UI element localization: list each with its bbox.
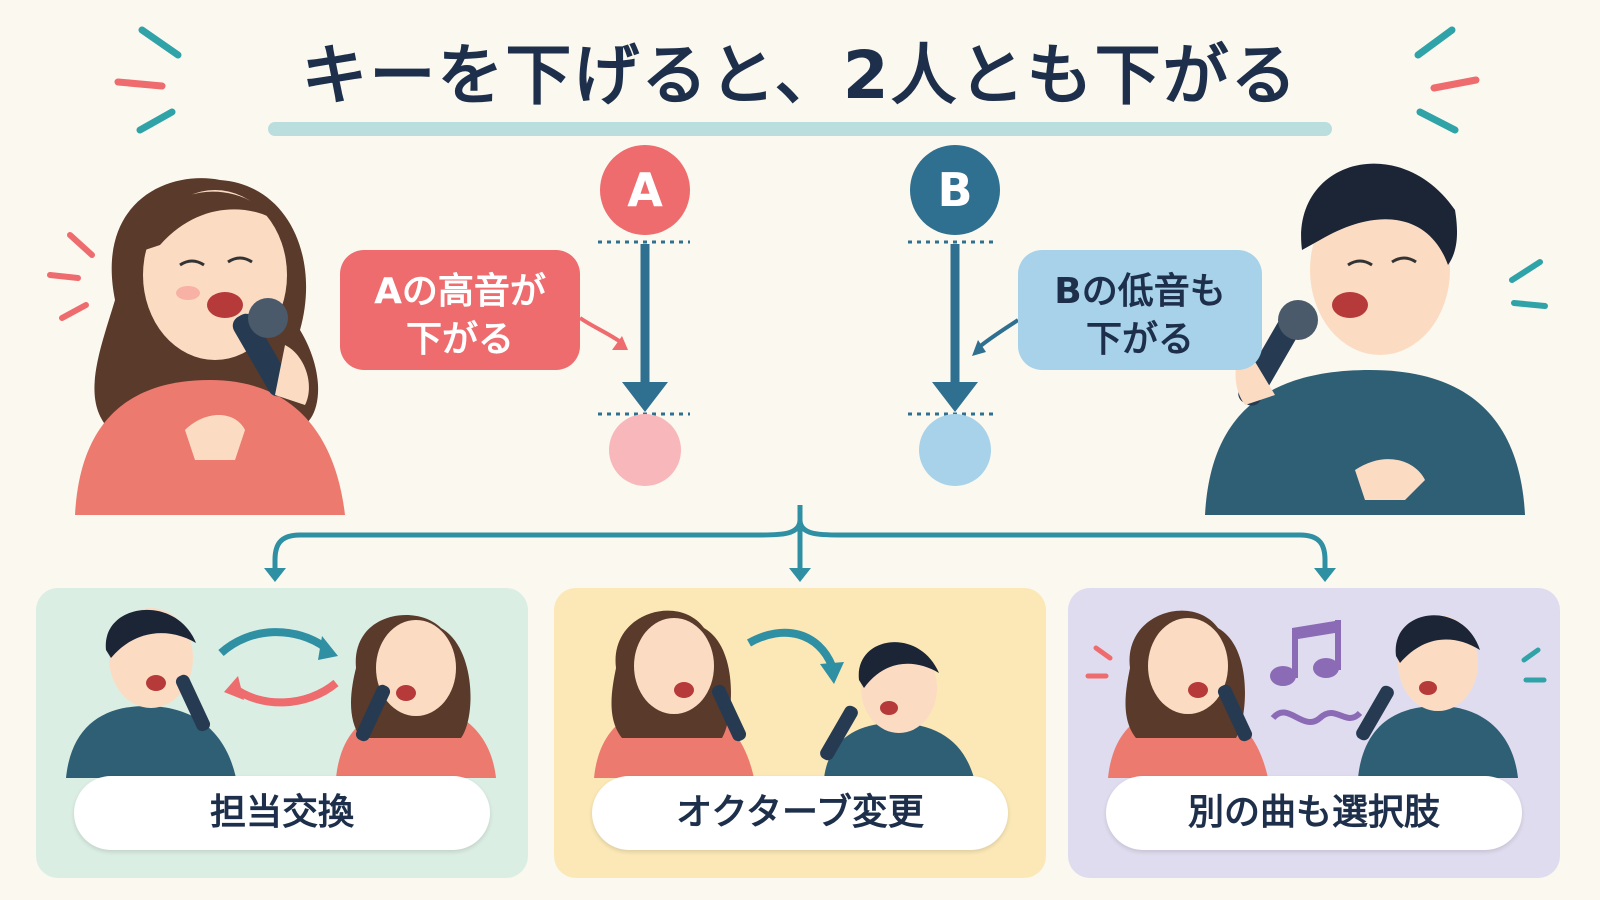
callout-a-line2: 下がる bbox=[405, 319, 514, 360]
sparkle-lines-man bbox=[1509, 259, 1548, 309]
woman-singer-mini bbox=[1108, 610, 1268, 778]
option-label-swap: 担当交換 bbox=[74, 776, 490, 850]
music-note-icon bbox=[1270, 620, 1341, 686]
option-panel-octave: オクターブ変更 bbox=[554, 588, 1046, 878]
title-underline bbox=[268, 122, 1332, 136]
callout-pointer-b bbox=[976, 318, 1020, 350]
callout-a: Aの高音が 下がる bbox=[340, 250, 580, 370]
option-label-octave: オクターブ変更 bbox=[592, 776, 1008, 850]
branch-arrow-icon bbox=[272, 505, 1328, 572]
sparkle-lines-woman bbox=[47, 232, 95, 321]
singer-a-illustration bbox=[75, 178, 345, 515]
pitch-lane-a bbox=[598, 240, 690, 486]
singer-b-illustration bbox=[1205, 163, 1525, 515]
swap-arrows-icon bbox=[218, 628, 339, 707]
option-panel-swap: 担当交換 bbox=[36, 588, 528, 878]
woman-singer-mini bbox=[336, 615, 496, 778]
curved-arrow-icon bbox=[747, 628, 844, 684]
sound-wave-icon bbox=[1270, 709, 1363, 725]
callout-a-line1: Aの高音が bbox=[374, 271, 546, 312]
lowered-pitch-a bbox=[609, 414, 681, 486]
woman-singer-mini bbox=[594, 610, 754, 778]
callout-b-line2: 下がる bbox=[1085, 319, 1194, 360]
singer-a-badge: A bbox=[600, 145, 690, 235]
man-singer-mini bbox=[1356, 615, 1518, 778]
down-arrow-icon bbox=[932, 382, 978, 412]
sparkle-lines-left bbox=[114, 26, 182, 134]
octave-scene bbox=[594, 610, 974, 778]
callout-pointer-a bbox=[578, 316, 624, 345]
sparkle-lines-right bbox=[1414, 26, 1480, 134]
option-panel-other-song: 別の曲も選択肢 bbox=[1068, 588, 1560, 878]
other-song-scene bbox=[1085, 610, 1547, 778]
lowered-pitch-b bbox=[919, 414, 991, 486]
swap-scene bbox=[66, 608, 496, 778]
callout-b-line1: Bの低音も bbox=[1054, 271, 1226, 312]
option-label-other-song: 別の曲も選択肢 bbox=[1106, 776, 1522, 850]
page-title: キーを下げると、2人とも下がる bbox=[301, 37, 1299, 114]
singer-b-badge: B bbox=[910, 145, 1000, 235]
man-singer-mini bbox=[820, 642, 974, 778]
callout-b: Bの低音も 下がる bbox=[1018, 250, 1262, 370]
man-singer-mini bbox=[66, 608, 236, 778]
pitch-lane-b bbox=[908, 240, 998, 486]
down-arrow-icon bbox=[622, 382, 668, 412]
